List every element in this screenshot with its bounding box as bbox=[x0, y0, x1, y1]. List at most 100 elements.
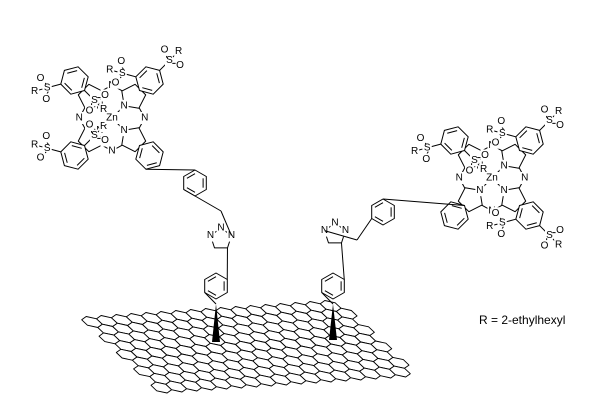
label-background bbox=[491, 207, 501, 220]
label-background bbox=[30, 85, 40, 98]
aromatic-double-bond bbox=[519, 130, 528, 139]
aromatic-double-bond bbox=[76, 157, 85, 166]
oxygen-label: O bbox=[117, 56, 125, 67]
label-background bbox=[330, 217, 340, 229]
label-background bbox=[84, 105, 94, 118]
meso-nitrogen-label: N bbox=[456, 173, 463, 184]
aromatic-double-bond bbox=[67, 70, 78, 74]
pyrrole-nitrogen-label: N bbox=[501, 185, 508, 196]
sulfur-r-bond bbox=[38, 145, 43, 148]
sulfur-label: S bbox=[91, 130, 98, 141]
label-background bbox=[30, 138, 40, 151]
oxygen-label: O bbox=[466, 166, 474, 177]
label-background bbox=[340, 224, 350, 237]
zinc-label: Zn bbox=[486, 173, 498, 184]
r-group-label: R bbox=[555, 106, 562, 117]
label-background bbox=[41, 130, 51, 143]
label-background bbox=[540, 240, 550, 253]
label-background bbox=[454, 172, 464, 184]
label-background bbox=[74, 112, 84, 124]
aromatic-double-bond bbox=[444, 142, 453, 151]
label-background bbox=[496, 228, 506, 241]
oxygen-label: O bbox=[86, 106, 94, 117]
aromatic-double-bond bbox=[207, 276, 217, 282]
label-background bbox=[89, 94, 99, 107]
surface-wedge-bond-right bbox=[329, 304, 337, 340]
sulfur-r-bond bbox=[493, 223, 498, 226]
sulfur-label: S bbox=[44, 82, 51, 93]
aromatic-double-bond bbox=[139, 70, 148, 79]
label-background bbox=[410, 145, 420, 158]
oxygen-label: O bbox=[541, 241, 549, 252]
label-background bbox=[116, 55, 126, 68]
aromatic-double-bond bbox=[151, 145, 160, 154]
aromatic-double-bond bbox=[71, 145, 82, 149]
label-background bbox=[555, 224, 565, 237]
r-group-label: R bbox=[31, 140, 38, 151]
oxygen-label: O bbox=[42, 131, 50, 142]
sulfur-label: S bbox=[499, 128, 506, 139]
r-group-label: R bbox=[486, 221, 493, 232]
oxygen-label: O bbox=[492, 137, 500, 148]
oxygen-label: O bbox=[37, 152, 45, 163]
oxygen-label: O bbox=[556, 120, 564, 131]
label-background bbox=[119, 99, 129, 112]
oxygen-label: O bbox=[101, 135, 109, 146]
aromatic-double-bond bbox=[139, 148, 143, 159]
sulfur-label: S bbox=[471, 155, 478, 166]
triazole-nitrogen-label: N bbox=[217, 223, 224, 234]
label-background bbox=[117, 67, 127, 80]
label-background bbox=[105, 63, 115, 76]
phenyl-anchor-bond bbox=[321, 292, 334, 305]
oxygen-label: O bbox=[161, 45, 169, 56]
label-background bbox=[491, 136, 501, 149]
label-background bbox=[206, 229, 216, 242]
oxygen-label: O bbox=[422, 154, 430, 165]
r-group-definition: R = 2-ethylhexyl bbox=[479, 313, 566, 327]
r-group-label: R bbox=[175, 46, 182, 57]
aromatic-double-bond bbox=[64, 82, 73, 91]
sulfur-label: S bbox=[119, 68, 126, 79]
aromatic-double-bond bbox=[207, 290, 217, 296]
label-background bbox=[416, 132, 426, 145]
oxygen-label: O bbox=[556, 225, 564, 236]
pyrrole-nitrogen-label: N bbox=[501, 160, 508, 171]
label-background bbox=[469, 154, 479, 167]
label-background bbox=[554, 105, 564, 118]
oxygen-label: O bbox=[481, 150, 489, 161]
triazole-nitrogen-label: N bbox=[228, 230, 235, 241]
meso-nitrogen-label: N bbox=[141, 113, 148, 124]
label-background bbox=[100, 89, 110, 102]
label-background bbox=[104, 112, 120, 124]
label-background bbox=[119, 124, 129, 137]
label-background bbox=[497, 216, 507, 229]
aromatic-double-bond bbox=[146, 162, 157, 166]
label-background bbox=[544, 114, 554, 127]
label-background bbox=[99, 120, 109, 133]
aromatic-double-bond bbox=[374, 216, 384, 222]
triazole-nitrogen-label: N bbox=[342, 225, 349, 236]
surface-anchor-bonds bbox=[212, 304, 337, 342]
label-background bbox=[464, 165, 474, 178]
r-group-label: R bbox=[100, 121, 107, 132]
aromatic-double-bond bbox=[536, 133, 540, 144]
label-background bbox=[544, 229, 554, 242]
label-background bbox=[84, 118, 94, 131]
aromatic-double-bond bbox=[374, 202, 384, 208]
sulfur-label: S bbox=[166, 55, 173, 66]
pyrrole-nitrogen-label: N bbox=[121, 100, 128, 111]
r-group-label: R bbox=[411, 146, 418, 157]
oxygen-label: O bbox=[417, 133, 425, 144]
label-background bbox=[555, 119, 565, 132]
sulfur-r-bond bbox=[38, 88, 43, 91]
label-background bbox=[174, 45, 184, 58]
oxygen-label: O bbox=[497, 116, 505, 127]
aromatic-double-bond bbox=[526, 222, 537, 226]
aryl-aryl-bond bbox=[382, 198, 465, 206]
label-background bbox=[554, 238, 564, 251]
label-background bbox=[42, 81, 52, 94]
sulfur-r-bond bbox=[113, 70, 118, 73]
oxygen-label: O bbox=[497, 229, 505, 240]
